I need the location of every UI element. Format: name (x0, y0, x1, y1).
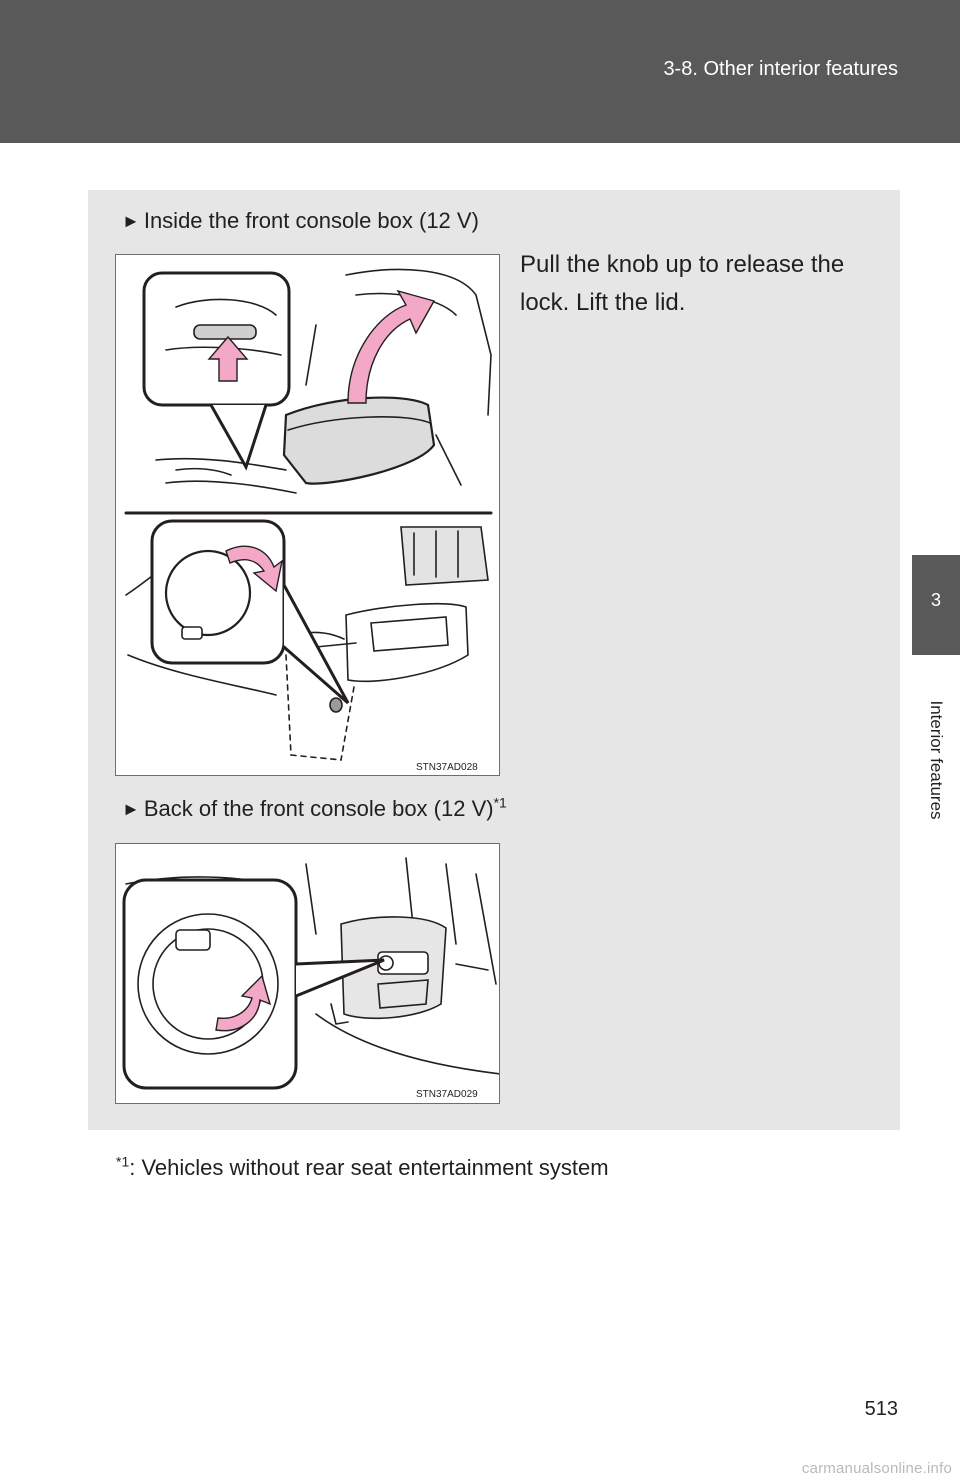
figure-code: STN37AD028 (416, 762, 478, 773)
footnote: *1: Vehicles without rear seat entertain… (116, 1155, 609, 1181)
header-band: 3-8. Other interior features (0, 0, 960, 143)
bullet-arrow-icon: ► (122, 799, 140, 819)
item-heading-front-console: ►Inside the front console box (12 V) (122, 208, 479, 234)
back-console-illustration: STN37AD029 (122, 857, 499, 1100)
footnote-ref: *1 (493, 794, 507, 811)
item-heading-text: Inside the front console box (12 V) (143, 208, 479, 233)
figure-back-console: STN37AD029 (115, 843, 500, 1104)
item-heading-back-console: ►Back of the front console box (12 V)*1 (122, 796, 507, 822)
bullet-arrow-icon: ► (122, 211, 140, 231)
item-heading-text: Back of the front console box (12 V) (143, 796, 494, 821)
chapter-tab: 3 (912, 555, 960, 655)
chapter-number: 3 (930, 590, 941, 610)
section-title: 3-8. Other interior features (663, 58, 898, 80)
figure-front-console: STN37AD028 (115, 254, 500, 776)
instruction-text: Pull the knob up to release the lock. Li… (520, 251, 845, 316)
watermark: carmanualsonline.info (801, 1460, 952, 1477)
footnote-text: : Vehicles without rear seat entertainme… (129, 1155, 609, 1180)
footnote-marker: *1 (116, 1153, 130, 1170)
front-console-illustration: STN37AD028 (124, 268, 493, 773)
chapter-label-strip: Interior features (912, 655, 960, 865)
figure-code: STN37AD029 (416, 1089, 478, 1100)
chapter-label: Interior features (927, 700, 946, 820)
page-number: 513 (864, 1398, 898, 1420)
